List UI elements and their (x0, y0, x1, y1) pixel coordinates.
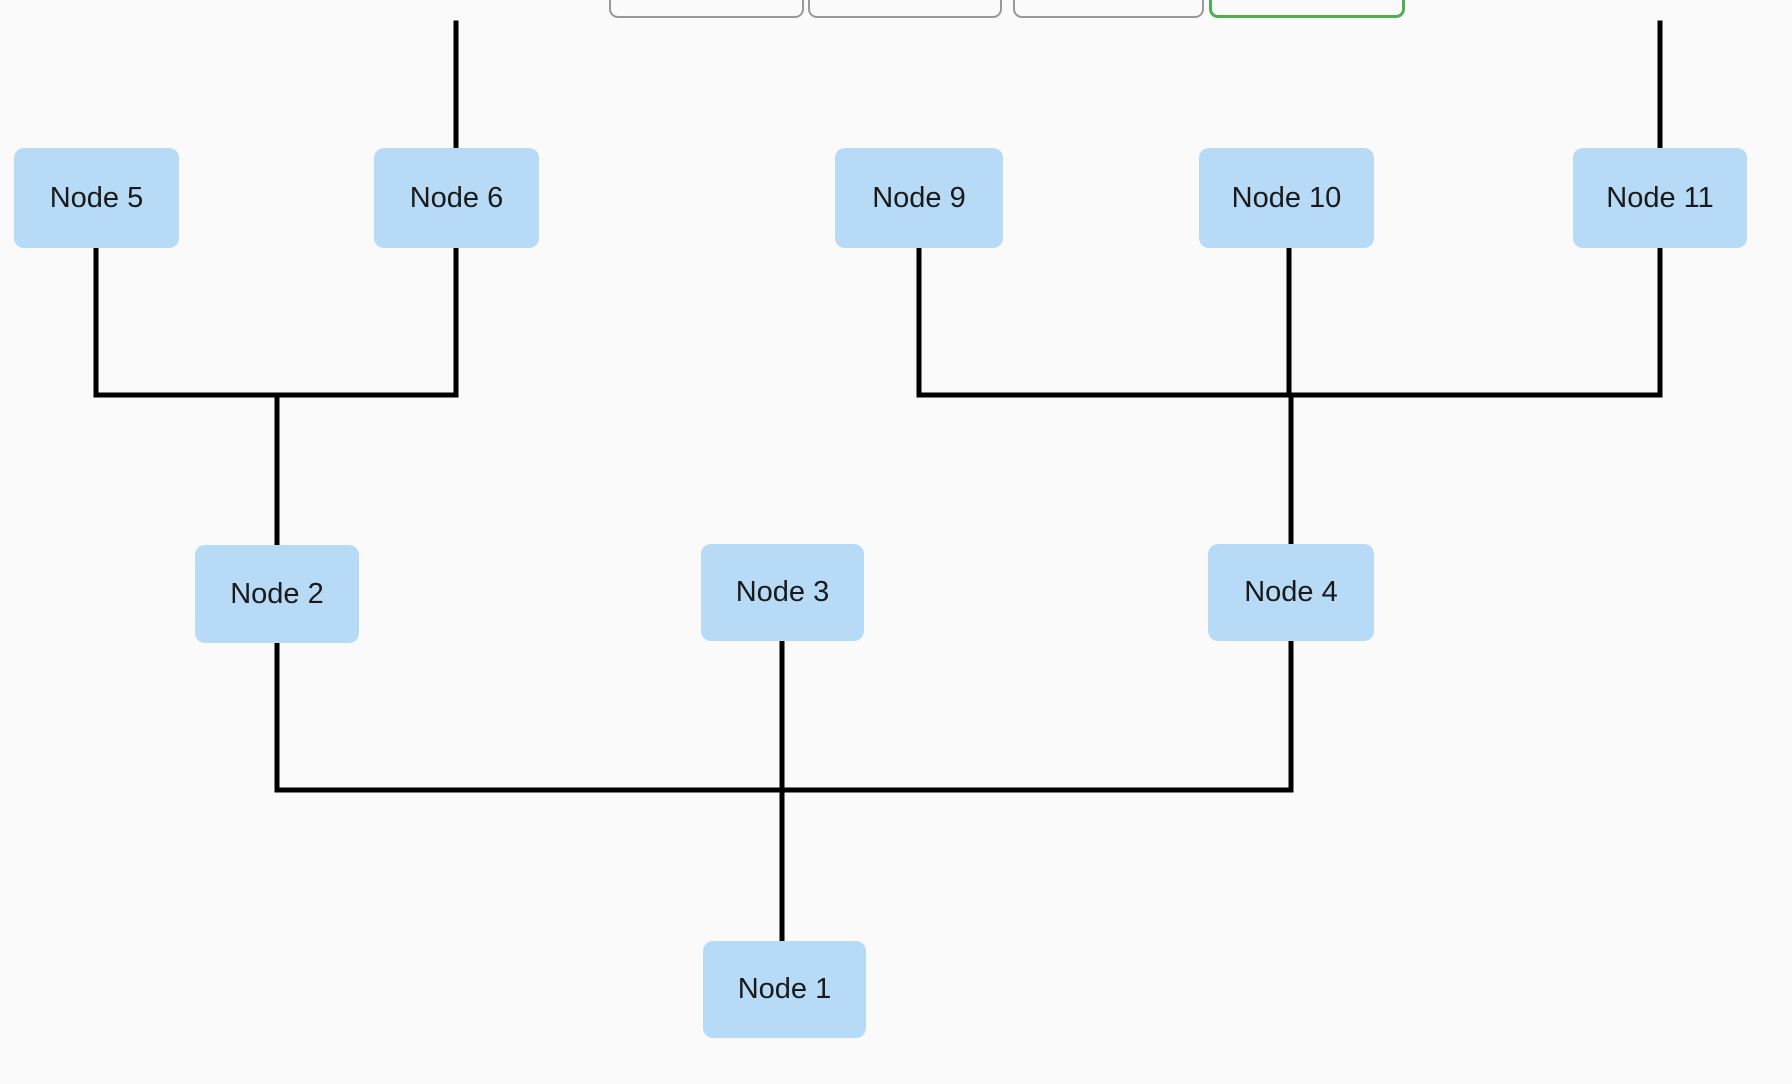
tree-node-label: Node 2 (230, 577, 324, 610)
tree-node-node-3[interactable]: Node 3 (701, 544, 864, 641)
tree-node-node-1[interactable]: Node 1 (703, 941, 866, 1038)
tree-node-node-11[interactable]: Node 11 (1573, 148, 1747, 248)
tree-node-label: Node 1 (737, 973, 832, 1005)
tree-node-label: Node 9 (872, 181, 966, 214)
tree-node-label: Node 6 (409, 181, 504, 214)
toolbar-button-1[interactable] (609, 0, 804, 18)
tree-node-node-10[interactable]: Node 10 (1199, 148, 1374, 248)
tree-node-node-5[interactable]: Node 5 (14, 148, 179, 248)
tree-node-label: Node 4 (1244, 576, 1338, 608)
toolbar-button-4-active[interactable] (1209, 0, 1405, 18)
tree-node-node-6[interactable]: Node 6 (374, 148, 539, 248)
toolbar-button-2[interactable] (808, 0, 1002, 18)
tree-node-node-9[interactable]: Node 9 (835, 148, 1003, 248)
tree-node-node-2[interactable]: Node 2 (195, 545, 359, 643)
tree-node-label: Node 10 (1231, 181, 1342, 214)
tree-node-label: Node 3 (735, 576, 830, 608)
tree-node-node-4[interactable]: Node 4 (1208, 544, 1374, 641)
tree-node-label: Node 11 (1606, 181, 1714, 214)
tree-node-label: Node 5 (49, 181, 144, 214)
toolbar-button-3[interactable] (1013, 0, 1204, 18)
